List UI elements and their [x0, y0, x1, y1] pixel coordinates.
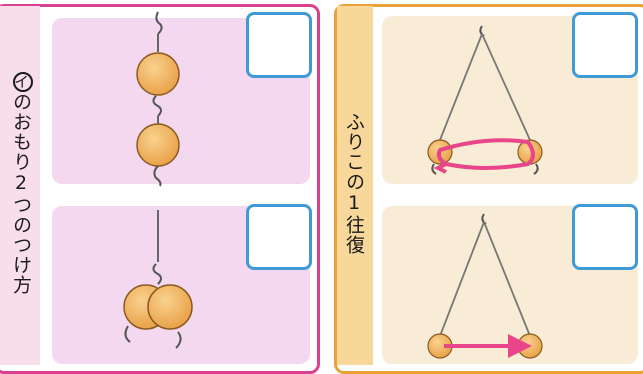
weight-circle — [518, 334, 542, 358]
answer-box-swing-top[interactable] — [572, 12, 638, 78]
weight-circle — [137, 53, 179, 95]
answer-box-swing-bottom[interactable] — [572, 204, 638, 270]
pendulum-swing-illustration-top — [428, 26, 542, 174]
illustrations — [0, 0, 643, 365]
pendulum-swing-illustration-bottom — [428, 214, 542, 358]
weight-circle — [137, 124, 179, 166]
swing-arrow — [438, 164, 446, 172]
answer-box-series[interactable] — [246, 12, 312, 78]
weight-circle — [148, 285, 192, 329]
parallel-weights-illustration — [124, 210, 192, 348]
answer-box-parallel[interactable] — [246, 204, 312, 270]
series-weights-illustration — [137, 12, 179, 186]
